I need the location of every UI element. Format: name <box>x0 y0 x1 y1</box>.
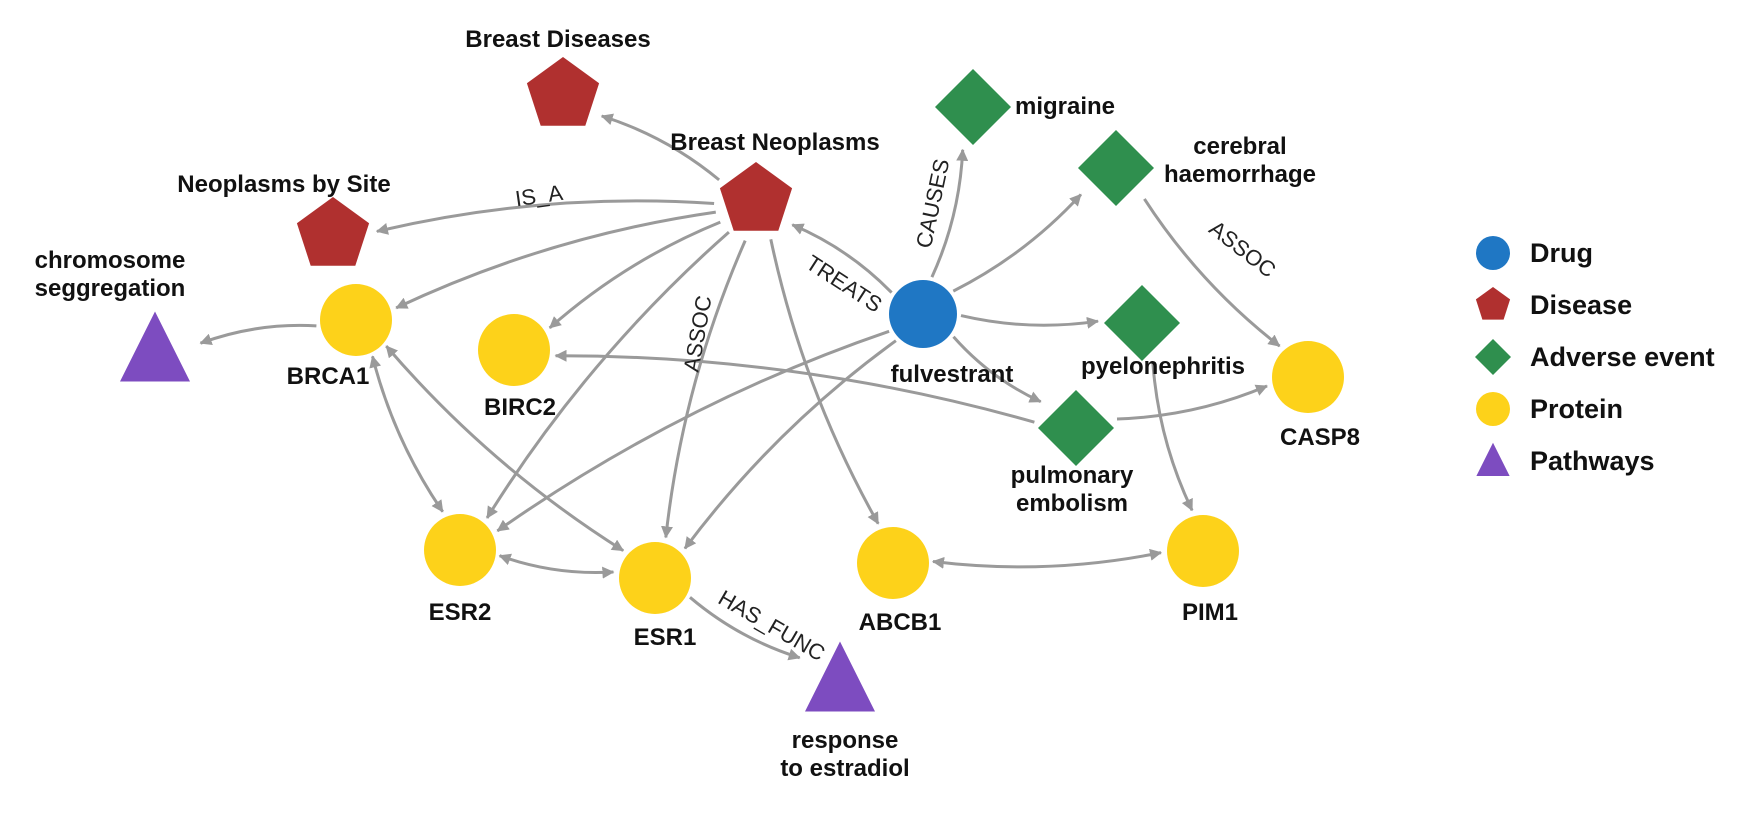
edge-breast_neoplasms-to-neoplasms_by_site <box>375 199 715 235</box>
node-label-line: embolism <box>1016 490 1128 517</box>
node-label-line: PIM1 <box>1182 599 1238 626</box>
edge-brca1-to-esr1 <box>385 345 625 552</box>
node-label-line: ABCB1 <box>859 609 942 636</box>
node-neoplasms-by-site <box>296 197 370 266</box>
legend-drug-label: Drug <box>1530 238 1593 268</box>
edge-fulvestrant-to-cerebral_haemorrhage <box>952 193 1083 293</box>
node-label-breast-neoplasms: Breast Neoplasms <box>670 129 879 156</box>
edge-fulvestrant-to-pulmonary_embolism <box>952 335 1042 404</box>
node-label-brca1: BRCA1 <box>287 363 370 390</box>
edge-pulmonary_embolism-to-casp8 <box>1116 384 1268 421</box>
edge-breast_neoplasms-to-birc2 <box>548 220 721 330</box>
legend-adverse-event-swatch <box>1475 339 1511 375</box>
node-label-line: fulvestrant <box>891 361 1014 388</box>
edge-label-is_a: IS_A <box>514 180 565 211</box>
legend-protein-swatch <box>1476 392 1510 426</box>
legend-pathway-label: Pathways <box>1530 446 1655 476</box>
legend-pathway-swatch <box>1476 442 1510 476</box>
node-pim1 <box>1167 515 1239 587</box>
edge-fulvestrant-to-breast_neoplasms <box>791 223 893 294</box>
node-breast-neoplasms <box>719 162 793 231</box>
node-label-line: migraine <box>1015 93 1115 120</box>
node-fulvestrant <box>889 280 957 348</box>
edge-breast_neoplasms-to-breast_diseases <box>600 113 721 182</box>
node-abcb1 <box>857 527 929 599</box>
edge-breast_neoplasms-to-esr1 <box>661 239 747 539</box>
node-esr2 <box>424 514 496 586</box>
edge-fulvestrant-to-esr1 <box>683 339 897 550</box>
edge-label-assoc: ASSOC <box>1205 216 1281 283</box>
node-birc2 <box>478 314 550 386</box>
edge-brca1-to-esr2 <box>369 355 444 513</box>
node-cerebral-haemorrhage <box>1078 130 1154 206</box>
node-label-line: Breast Neoplasms <box>670 129 879 156</box>
node-casp8 <box>1272 341 1344 413</box>
node-label-line: seggregation <box>35 275 186 302</box>
node-label-line: pulmonary <box>1011 462 1134 489</box>
node-label-line: chromosome <box>35 247 186 274</box>
edge-fulvestrant-to-pyelonephritis <box>960 314 1099 329</box>
node-pulmonary-embolism <box>1038 390 1114 466</box>
edge-breast_neoplasms-to-abcb1 <box>769 238 880 525</box>
edge-abcb1-to-pim1 <box>932 548 1162 569</box>
edge-esr2-to-esr1 <box>498 553 615 579</box>
node-breast-diseases <box>526 57 600 126</box>
nodes-layer <box>120 57 1344 712</box>
node-label-line: cerebral <box>1193 133 1286 160</box>
legend-drug-swatch <box>1476 236 1510 270</box>
node-response-to-estradiol <box>805 641 875 712</box>
node-label-neoplasms-by-site: Neoplasms by Site <box>177 171 390 198</box>
legend-disease-label: Disease <box>1530 290 1632 320</box>
node-label-pim1: PIM1 <box>1182 599 1238 626</box>
edge-fulvestrant-to-migraine <box>930 148 969 278</box>
node-migraine <box>935 69 1011 145</box>
node-brca1 <box>320 284 392 356</box>
node-label-line: ESR1 <box>634 624 697 651</box>
edge-label-treats: TREATS <box>802 250 887 317</box>
node-label-line: Neoplasms by Site <box>177 171 390 198</box>
node-label-pyelonephritis: pyelonephritis <box>1081 353 1245 380</box>
edge-pyelonephritis-to-pim1 <box>1151 363 1194 512</box>
node-esr1 <box>619 542 691 614</box>
edge-esr1-to-response_to_estradiol <box>689 596 801 661</box>
edges-layer <box>199 113 1281 661</box>
node-label-line: BIRC2 <box>484 394 556 421</box>
node-chromosome-seggregation <box>120 311 190 382</box>
node-label-casp8: CASP8 <box>1280 424 1360 451</box>
node-pyelonephritis <box>1104 285 1180 361</box>
node-label-line: BRCA1 <box>287 363 370 390</box>
legend-disease-swatch <box>1475 287 1511 320</box>
node-label-line: pyelonephritis <box>1081 353 1245 380</box>
node-label-line: Breast Diseases <box>465 26 650 53</box>
node-label-abcb1: ABCB1 <box>859 609 942 636</box>
node-label-esr2: ESR2 <box>429 599 492 626</box>
node-label-birc2: BIRC2 <box>484 394 556 421</box>
legend-protein-label: Protein <box>1530 394 1623 424</box>
edge-cerebral_haemorrhage-to-casp8 <box>1143 198 1281 348</box>
legend-adverse-event-label: Adverse event <box>1530 342 1715 372</box>
node-label-fulvestrant: fulvestrant <box>891 361 1014 388</box>
node-label-line: CASP8 <box>1280 424 1360 451</box>
node-label-esr1: ESR1 <box>634 624 697 651</box>
edge-breast_neoplasms-to-brca1 <box>395 210 717 310</box>
node-label-line: ESR2 <box>429 599 492 626</box>
node-label-line: haemorrhage <box>1164 161 1316 188</box>
edge-brca1-to-chromosome_seggregation <box>199 323 317 346</box>
node-label-line: to estradiol <box>780 755 909 782</box>
node-label-migraine: migraine <box>1015 93 1115 120</box>
node-label-breast-diseases: Breast Diseases <box>465 26 650 53</box>
node-label-line: response <box>792 727 899 754</box>
